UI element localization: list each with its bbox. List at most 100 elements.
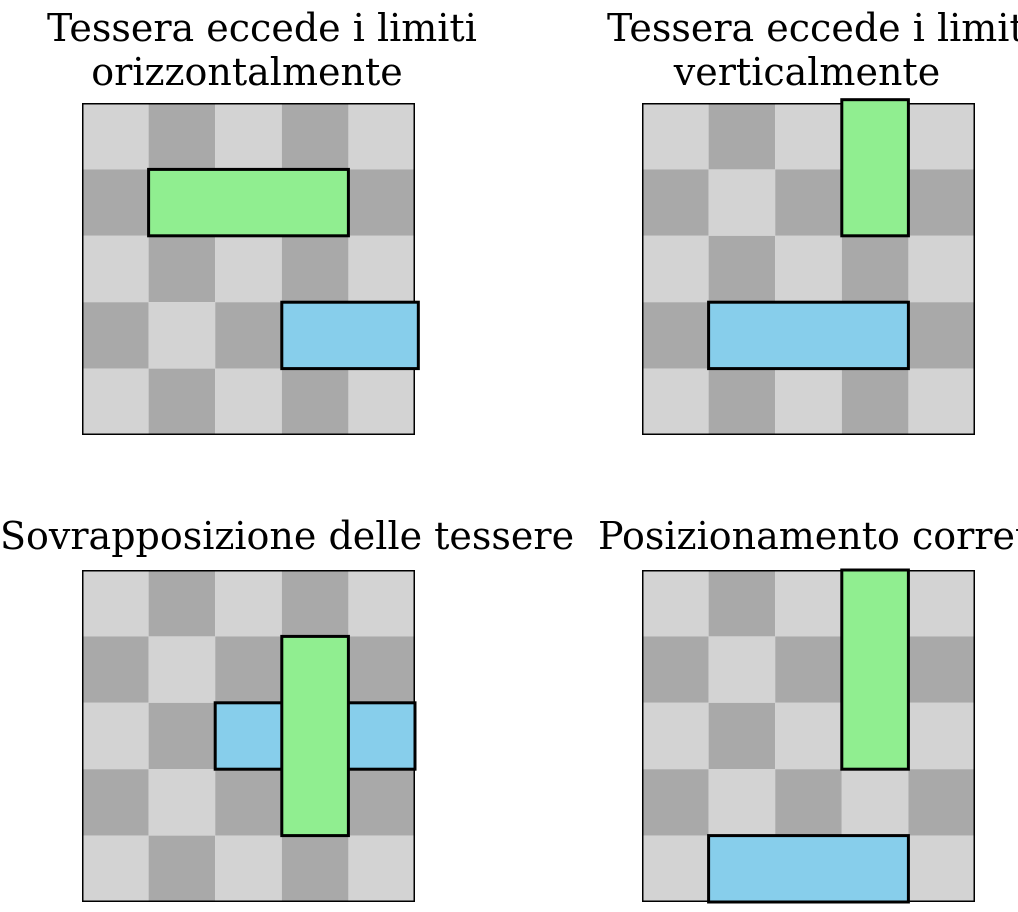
board-cell-r3-c0 [642, 769, 709, 836]
board-cell-r2-c4 [348, 235, 415, 303]
board-cell-r0-c1 [148, 103, 216, 170]
board-cell-r4-c3 [281, 835, 349, 902]
board-cell-r2-c2 [215, 235, 282, 303]
board-cell-r3-c4 [908, 769, 975, 836]
board-cell-r1-c2 [215, 636, 282, 703]
green-tile [840, 98, 910, 238]
board-cell-r2-c0 [82, 702, 149, 770]
board-cell-r1-c0 [82, 636, 149, 703]
board-cell-r4-c4 [908, 368, 975, 435]
board-cell-r0-c1 [708, 103, 776, 170]
board-cell-r3-c2 [775, 769, 842, 836]
board-cell-r4-c0 [642, 835, 709, 902]
panel-1-title-line-2: orizzontalmente [91, 50, 403, 94]
board-cell-r3-c4 [908, 302, 975, 369]
board-cell-r0-c4 [908, 570, 975, 637]
panel-2-board [642, 98, 975, 435]
board-cell-r0-c2 [215, 103, 282, 170]
panel-4-title-line-1: Posizionamento corretto [598, 514, 1018, 558]
board-cell-r2-c2 [775, 702, 842, 770]
board-cell-r3-c2 [215, 302, 282, 369]
board-cell-r0-c1 [708, 570, 776, 637]
board-cell-r2-c4 [908, 235, 975, 303]
board-cell-r1-c2 [775, 169, 842, 236]
board-cell-r4-c4 [348, 835, 415, 902]
board-cell-r4-c2 [775, 368, 842, 435]
board-cell-r4-c0 [82, 835, 149, 902]
board-cell-r0-c0 [82, 103, 149, 170]
board-cell-r4-c3 [841, 368, 909, 435]
green-tile [280, 634, 350, 838]
board-cell-r2-c1 [708, 702, 776, 770]
board-cell-r2-c0 [82, 235, 149, 303]
board-cell-r0-c4 [348, 103, 415, 170]
panel-4-title: Posizionamento corretto [598, 514, 1018, 558]
board-cell-r4-c0 [642, 368, 709, 435]
panel-1-title-line-1: Tessera eccede i limiti [47, 6, 477, 50]
board-cell-r1-c4 [348, 636, 415, 703]
panel-2-title-line-2: verticalmente [673, 50, 941, 94]
board-cell-r4-c1 [148, 368, 216, 435]
panel-3-board [82, 570, 417, 902]
panel-2-title: Tessera eccede i limiti verticalmente [607, 6, 1018, 94]
board-cell-r0-c0 [642, 103, 709, 170]
board-cell-r1-c4 [348, 169, 415, 236]
board-cell-r4-c3 [281, 368, 349, 435]
blue-tile [707, 834, 910, 904]
board-frame [642, 103, 975, 435]
board-cell-r3-c0 [82, 769, 149, 836]
board-cell-r4-c2 [215, 368, 282, 435]
board-cell-r0-c4 [908, 103, 975, 170]
board-cell-r1-c1 [148, 636, 216, 703]
board-cell-r4-c1 [148, 835, 216, 902]
board-cell-r3-c3 [841, 769, 909, 836]
board-cell-r2-c3 [281, 235, 349, 303]
board-cell-r4-c4 [348, 368, 415, 435]
board-cell-r3-c0 [82, 302, 149, 369]
board-cell-r3-c2 [215, 769, 282, 836]
board-cell-r2-c1 [708, 235, 776, 303]
panel-4-board [642, 568, 975, 904]
board-cell-r2-c3 [841, 235, 909, 303]
board-cell-r2-c0 [642, 235, 709, 303]
board-cell-r3-c4 [348, 769, 415, 836]
board-cell-r0-c0 [82, 570, 149, 637]
blue-tile [707, 300, 910, 371]
board-cell-r1-c0 [642, 636, 709, 703]
board-cell-r0-c3 [281, 570, 349, 637]
board-cell-r3-c1 [148, 769, 216, 836]
board-cell-r0-c3 [281, 103, 349, 170]
board-cell-r3-c0 [642, 302, 709, 369]
board-cell-r2-c2 [775, 235, 842, 303]
board-cell-r1-c0 [82, 169, 149, 236]
board-cell-r2-c1 [148, 235, 216, 303]
panel-3-title-line-1: Sovrapposizione delle tessere [0, 514, 575, 558]
green-tile [147, 167, 350, 238]
board-cell-r2-c0 [642, 702, 709, 770]
panel-1-board [82, 103, 420, 435]
board-cell-r0-c4 [348, 570, 415, 637]
board-cell-r3-c1 [708, 769, 776, 836]
panel-2-title-line-1: Tessera eccede i limiti [607, 6, 1018, 50]
board-cell-r4-c2 [215, 835, 282, 902]
board-cell-r2-c1 [148, 702, 216, 770]
board-cell-r4-c1 [708, 368, 776, 435]
board-cell-r1-c1 [708, 636, 776, 703]
board-cell-r4-c4 [908, 835, 975, 902]
board-cell-r4-c0 [82, 368, 149, 435]
board-cell-r3-c1 [148, 302, 216, 369]
board-cell-r0-c2 [775, 103, 842, 170]
board-cell-r2-c4 [908, 702, 975, 770]
panel-3-title: Sovrapposizione delle tessere [0, 514, 575, 558]
board-frame [82, 103, 415, 435]
board-cell-r1-c0 [642, 169, 709, 236]
board-cell-r1-c4 [908, 169, 975, 236]
board-cell-r1-c2 [775, 636, 842, 703]
board-cell-r0-c2 [775, 570, 842, 637]
board-cell-r1-c1 [708, 169, 776, 236]
blue-tile [280, 300, 420, 371]
panel-1-title: Tessera eccede i limiti orizzontalmente [47, 6, 477, 94]
board-cell-r0-c2 [215, 570, 282, 637]
board-cell-r1-c4 [908, 636, 975, 703]
